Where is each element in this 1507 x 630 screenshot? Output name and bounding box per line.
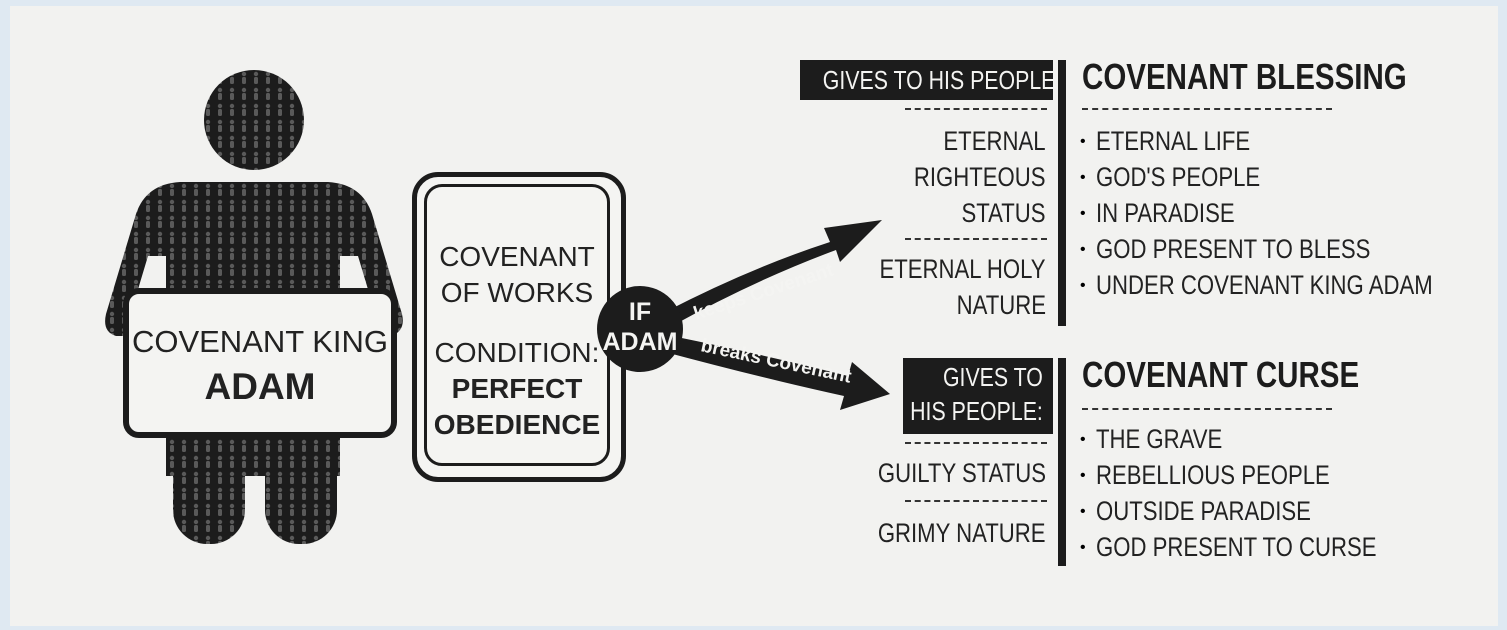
person-head — [204, 70, 304, 170]
sign-name: ADAM — [204, 366, 316, 407]
keeps-arrow — [665, 220, 882, 326]
works-line-2: OF WORKS — [440, 277, 594, 308]
breaks-arrow — [665, 336, 890, 410]
curse-right-item-4: GOD PRESENT TO CURSE — [1096, 532, 1377, 562]
bullet-icon: • — [1080, 539, 1086, 556]
bullet-icon: • — [1080, 503, 1086, 520]
curse-left-dash-1 — [905, 442, 1047, 444]
works-condition-label: CONDITION: — [434, 337, 600, 368]
curse-right-dash — [1082, 408, 1332, 410]
blessing-left-item-1b: RIGHTEOUS — [914, 162, 1046, 192]
curse-gives-label-1: GIVES TO — [943, 362, 1043, 392]
bullet-icon: • — [1080, 205, 1086, 222]
bullet-icon: • — [1080, 241, 1086, 258]
blessing-right-item-5: UNDER COVENANT KING ADAM — [1096, 270, 1433, 300]
blessing-left-item-1a: ETERNAL — [943, 126, 1046, 156]
blessing-right-item-2: GOD'S PEOPLE — [1096, 162, 1261, 192]
bullet-icon: • — [1080, 467, 1086, 484]
if-label: IF — [628, 298, 652, 326]
blessing-right-item-1: ETERNAL LIFE — [1096, 126, 1251, 156]
blessing-left-dash-1 — [905, 108, 1047, 110]
blessing-right-dash — [1082, 108, 1332, 110]
curse-right-item-2: REBELLIOUS PEOPLE — [1096, 460, 1330, 490]
curse-gives-header: GIVES TO HIS PEOPLE: — [903, 358, 1053, 434]
bullet-icon: • — [1080, 431, 1086, 448]
person-left-leg — [173, 416, 245, 544]
blessing-left-dash-2 — [905, 238, 1047, 240]
curse-divider — [1058, 358, 1066, 566]
curse-left-item-1: GUILTY STATUS — [877, 458, 1046, 488]
blessing-right-item-3: IN PARADISE — [1096, 198, 1235, 228]
sign-label: COVENANT KING — [131, 324, 389, 359]
blessing-title: COVENANT BLESSING — [1082, 56, 1407, 97]
bullet-icon: • — [1080, 277, 1086, 294]
blessing-gives-label: GIVES TO HIS PEOPLE: — [822, 65, 1062, 95]
works-condition-line-2: OBEDIENCE — [433, 409, 601, 440]
works-line-1: COVENANT — [439, 241, 595, 272]
blessing-left-item-2b: NATURE — [956, 290, 1046, 320]
blessing-right-item-4: GOD PRESENT TO BLESS — [1096, 234, 1371, 264]
if-adam-circle: IF ADAM — [597, 286, 683, 372]
adam-label: ADAM — [602, 328, 678, 356]
bullet-icon: • — [1080, 133, 1086, 150]
curse-right-item-3: OUTSIDE PARADISE — [1096, 496, 1311, 526]
blessing-left-item-1c: STATUS — [961, 198, 1046, 228]
curse-right-item-1: THE GRAVE — [1096, 424, 1223, 454]
curse-gives-label-2: HIS PEOPLE: — [910, 396, 1043, 426]
blessing-left-item-2a: ETERNAL HOLY — [879, 254, 1046, 284]
curse-title: COVENANT CURSE — [1082, 354, 1360, 395]
blessing-divider — [1058, 60, 1066, 326]
blessing-gives-header: GIVES TO HIS PEOPLE: — [800, 60, 1062, 100]
covenant-king-sign: COVENANT KING ADAM — [123, 288, 397, 438]
works-condition-line-1: PERFECT — [451, 373, 583, 404]
curse-left-item-2: GRIMY NATURE — [878, 518, 1046, 548]
diagram-page: COVENANT KING ADAM COVENANT OF WORKS CON… — [10, 6, 1498, 626]
person-right-leg — [265, 416, 337, 544]
outcome-arrows: keeps Covenant breaks Covenant — [665, 220, 890, 410]
bullet-icon: • — [1080, 169, 1086, 186]
curse-left-dash-2 — [905, 500, 1047, 502]
